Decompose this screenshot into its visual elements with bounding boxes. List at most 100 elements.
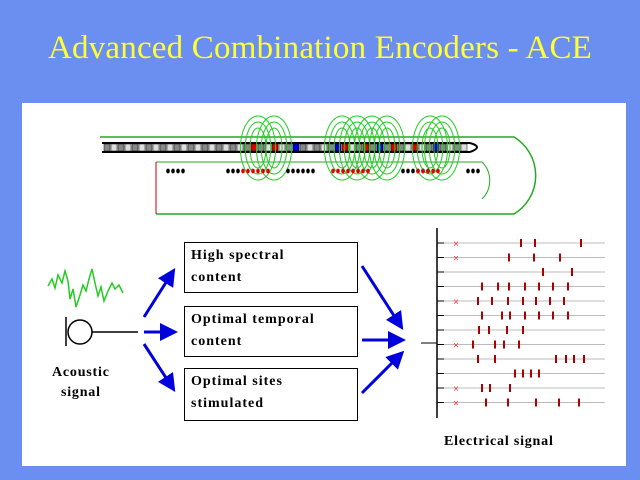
- stimulation-pulse: [567, 282, 569, 291]
- electrode-contact: [404, 143, 412, 152]
- box-line: content: [191, 334, 243, 349]
- nerve-dot: [266, 168, 270, 174]
- stimulation-pulse: [578, 398, 580, 407]
- stimulation-pulse: [477, 297, 479, 305]
- electrode-contact: [208, 143, 216, 152]
- stimulation-pulse: [524, 311, 526, 320]
- nerve-dot: [296, 168, 300, 174]
- x-mark: ×: [453, 341, 459, 352]
- stimulation-pulse: [558, 398, 560, 407]
- nerve-dot: [246, 168, 250, 174]
- field-line: [358, 121, 386, 175]
- stimulation-pulse: [507, 297, 509, 305]
- electrode-contact: [306, 143, 314, 152]
- nerve-dot: [231, 168, 235, 174]
- stimulation-pulse: [507, 398, 509, 407]
- optimal-sites-stimulated-box: Optimal sites stimulated: [184, 368, 358, 421]
- nerve-dot: [366, 168, 370, 174]
- stimulation-pulse: [503, 340, 505, 349]
- stimulation-pulse: [497, 282, 499, 291]
- stimulation-pulse: [489, 384, 491, 392]
- field-line: [368, 115, 406, 181]
- stimulation-pulse: [481, 282, 483, 291]
- stimulation-pulse: [472, 340, 474, 349]
- label-line: signal: [60, 385, 101, 400]
- stimulation-pulse: [542, 268, 544, 276]
- electrode-contact: [369, 143, 377, 152]
- field-line: [363, 127, 381, 169]
- stimulation-pulse: [555, 355, 557, 363]
- nerve-dot: [336, 168, 340, 174]
- x-mark: ×: [453, 384, 459, 395]
- stimulation-pulse: [535, 398, 537, 407]
- nerve-dot: [406, 168, 410, 174]
- stimulation-pulse: [509, 311, 511, 320]
- electrode-contact: [138, 143, 146, 152]
- stimulation-pulse: [524, 282, 526, 291]
- stimulation-pulse: [506, 326, 508, 334]
- nerve-dot: [476, 168, 480, 174]
- stimulation-pulse: [478, 326, 480, 334]
- stimulation-pulse: [571, 268, 573, 276]
- stimulation-pulse: [522, 326, 524, 334]
- content-panel: ×××××× High spectral content Optimal tem…: [22, 103, 626, 466]
- electrode-contact: [341, 143, 349, 152]
- stimulation-pulse: [559, 253, 561, 262]
- stimulation-pulse: [552, 311, 554, 320]
- stimulation-pulse: [508, 253, 510, 262]
- x-mark: ×: [453, 399, 459, 410]
- nerve-dot: [421, 168, 425, 174]
- stimulation-pulse: [567, 311, 569, 320]
- field-line: [239, 115, 277, 181]
- x-mark: ×: [453, 297, 459, 308]
- stimulation-pulse: [491, 297, 493, 305]
- field-line: [421, 127, 439, 169]
- stimulation-pulse: [538, 282, 540, 291]
- stimulation-pulse: [494, 355, 496, 363]
- stimulation-pulse: [494, 340, 496, 349]
- stimulation-pulse: [514, 369, 516, 378]
- stimulation-pulse: [580, 239, 582, 247]
- field-line: [333, 127, 351, 169]
- nerve-dot: [361, 168, 365, 174]
- electrode-contact: [390, 143, 398, 152]
- field-line: [373, 121, 401, 175]
- field-line: [265, 127, 283, 169]
- input-arrows: [142, 267, 178, 393]
- nerve-dot: [176, 168, 180, 174]
- electrode-contact: [271, 143, 279, 152]
- stimulation-pulse: [509, 384, 511, 392]
- stimulation-pulse: [583, 355, 585, 363]
- stimulation-pulse: [573, 355, 575, 363]
- nerve-dot: [431, 168, 435, 174]
- nerve-dot: [236, 168, 240, 174]
- nerve-dot: [426, 168, 430, 174]
- electrode-contact: [159, 143, 167, 152]
- stimulation-pulse: [518, 340, 520, 349]
- stimulation-pulse: [522, 297, 524, 305]
- stimulation-pulse: [552, 282, 554, 291]
- field-line: [411, 115, 449, 181]
- stimulation-pulse: [488, 326, 490, 334]
- electrode-contact: [460, 143, 468, 152]
- electrode-contact: [110, 143, 118, 152]
- slide-title: Advanced Combination Encoders - ACE: [47, 30, 593, 66]
- nerve-dot: [306, 168, 310, 174]
- electrode-contact: [334, 143, 342, 152]
- nerve-dot: [436, 168, 440, 174]
- stimulation-pulses: ××××××: [437, 239, 605, 410]
- electrode-contact: [215, 143, 223, 152]
- field-line: [428, 121, 456, 175]
- nerve-dot: [251, 168, 255, 174]
- acoustic-signal-label: Acoustic signal: [52, 363, 110, 403]
- box-line: Optimal temporal: [191, 312, 315, 327]
- nerve-dot: [286, 168, 290, 174]
- nerve-dot: [226, 168, 230, 174]
- field-line: [423, 115, 461, 181]
- nerve-dot: [356, 168, 360, 174]
- electrode-contact: [222, 143, 230, 152]
- field-line: [378, 127, 396, 169]
- electrode-contact: [187, 143, 195, 152]
- electrode-contact: [145, 143, 153, 152]
- stimulation-pulse: [563, 297, 565, 305]
